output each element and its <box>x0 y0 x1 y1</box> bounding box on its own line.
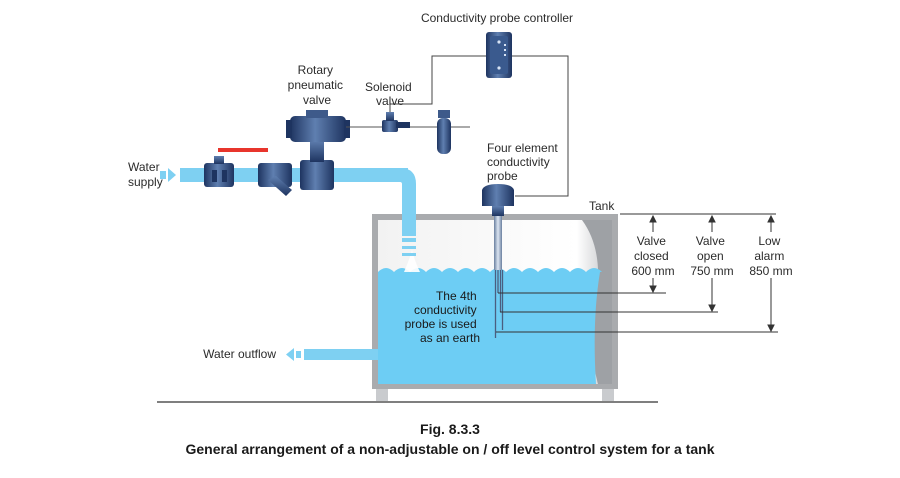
figure-number: Fig. 8.3.3 <box>420 421 480 437</box>
controller-wire-right <box>510 55 569 197</box>
probe-label: Four element conductivity probe <box>487 141 561 183</box>
valve-closed-label: Valve closed 600 mm <box>631 234 674 278</box>
controller-wire-left <box>389 55 488 112</box>
solenoid-valve-label: Solenoid valve <box>365 80 415 108</box>
figure-title: General arrangement of a non-adjustable … <box>185 441 715 457</box>
earth-probe-note: The 4th conductivity probe is used as an… <box>405 289 480 345</box>
tank-label: Tank <box>589 199 615 213</box>
valve-handle <box>218 148 268 152</box>
low-alarm-dimension <box>767 214 775 333</box>
water-supply-arrow-icon <box>168 168 176 182</box>
controller-label: Conductivity probe controller <box>421 11 573 25</box>
strainer <box>258 163 292 196</box>
valve-closed-dimension <box>649 214 657 294</box>
outlet-pipe <box>286 348 378 361</box>
air-filter <box>437 110 451 154</box>
conductivity-probe-controller <box>486 32 512 78</box>
conductivity-probe <box>482 184 514 338</box>
valve-open-label: Valve open 750 mm <box>690 234 733 278</box>
tank-leg-right <box>602 388 614 401</box>
tank-leg-left <box>376 388 388 401</box>
water-supply-label: Water supply <box>128 160 163 189</box>
low-alarm-label: Low alarm 850 mm <box>749 234 792 278</box>
ball-valve <box>204 148 268 187</box>
solenoid-valve <box>382 112 410 132</box>
tank-water <box>378 268 602 384</box>
rotary-pneumatic-valve <box>286 110 350 190</box>
valve-open-dimension <box>708 214 716 313</box>
water-outflow-label: Water outflow <box>203 347 276 361</box>
inlet-pipe <box>180 168 416 256</box>
rotary-valve-label: Rotary pneumatic valve <box>288 63 347 107</box>
